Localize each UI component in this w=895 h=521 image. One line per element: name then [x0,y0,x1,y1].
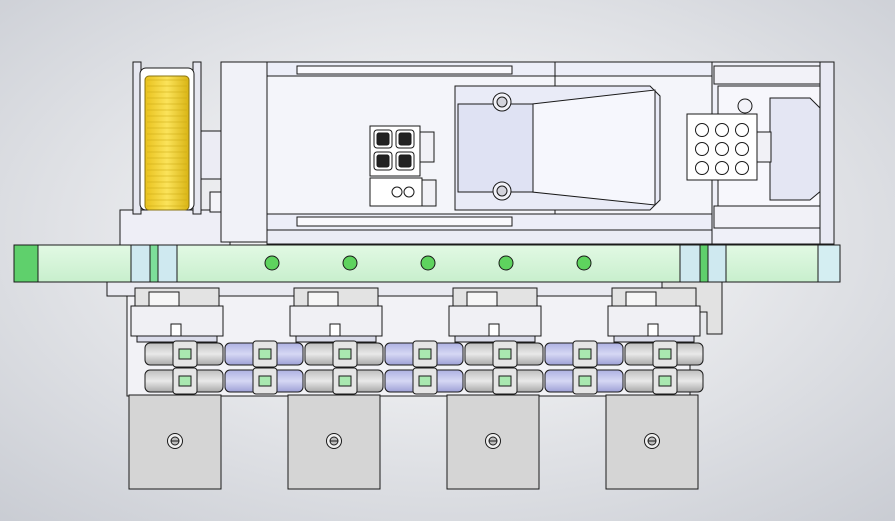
pin [695,161,709,175]
gear [224,367,304,395]
motor-module [289,287,383,343]
linear-rail [13,244,841,283]
screw-head-icon [326,433,342,449]
pin [395,151,415,171]
pin [373,151,393,171]
spool-ribs [147,79,187,207]
gear [544,340,624,368]
rail-hole [498,255,514,271]
nozzle-funnel [531,89,656,206]
end-cap-right-edge [819,61,835,245]
gear [464,367,544,395]
spool-backplate [119,209,231,246]
base-blocks [128,394,699,490]
motor-module [448,287,542,343]
rail-hole [420,255,436,271]
pin [715,161,729,175]
screw-head-icon [485,433,501,449]
gear [384,340,464,368]
end-cap-bottom-lip [713,205,831,229]
base-block [605,394,699,490]
housing-left-block [220,61,270,243]
rail-hole [264,255,280,271]
spool-shaft [200,130,222,180]
gear [304,367,384,395]
gear [464,340,544,368]
spool-body [144,75,190,211]
gear-train [144,340,704,395]
gear [544,367,624,395]
base-block [287,394,381,490]
pin [695,123,709,137]
pin [735,142,749,156]
gear [624,367,704,395]
gear [624,340,704,368]
pin [373,129,393,149]
pin [395,129,415,149]
rail-end-left [13,244,39,283]
base-block [446,394,540,490]
motor-module [607,287,701,343]
pin [715,123,729,137]
gear [224,340,304,368]
pin [735,161,749,175]
gear [304,340,384,368]
base-block [128,394,222,490]
pin [695,142,709,156]
rail-hole [342,255,358,271]
motor-module [130,287,224,343]
end-cap-bracket [769,97,823,201]
connector-9pin-icon [686,113,772,181]
screw-head-icon [167,433,183,449]
end-cap-screw [737,98,753,114]
pin [735,123,749,137]
connector-4pin-icon [369,125,435,177]
pin [715,142,729,156]
housing-top-slot [296,65,513,75]
screw-head-icon [644,433,660,449]
motor-housing [220,61,835,245]
rail-hole [576,255,592,271]
housing-bottom-slot [296,216,513,227]
filament-spool [119,61,231,246]
gear [384,367,464,395]
rail-end-right [817,244,841,283]
gear [144,367,224,395]
end-cap-top-lip [713,65,831,85]
rail-holes [264,255,592,271]
gear [144,340,224,368]
connector-2pin-icon [369,177,437,207]
nozzle-throat [457,103,534,193]
motor-modules [130,287,701,343]
